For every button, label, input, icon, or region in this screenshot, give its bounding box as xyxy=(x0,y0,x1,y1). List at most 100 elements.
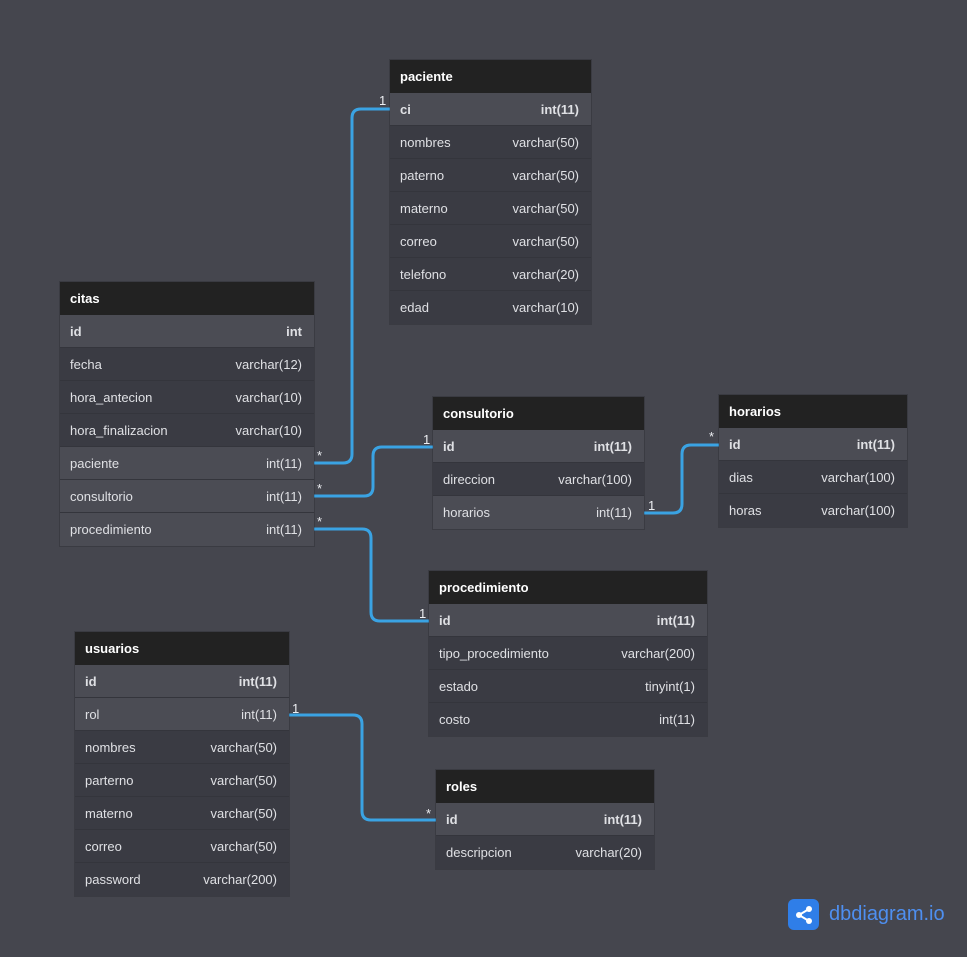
column-name: descripcion xyxy=(446,845,512,860)
cardinality-label: * xyxy=(317,481,323,496)
table-row[interactable]: paciente int(11) xyxy=(60,447,314,480)
column-name: id xyxy=(439,612,451,628)
table-header[interactable]: paciente xyxy=(390,60,591,93)
cardinality-label: * xyxy=(317,514,323,529)
table-header[interactable]: horarios xyxy=(719,395,907,428)
table-row[interactable]: password varchar(200) xyxy=(75,863,289,896)
column-type: int(11) xyxy=(266,455,302,471)
table-row[interactable]: hora_finalizacion varchar(10) xyxy=(60,414,314,447)
column-type: varchar(200) xyxy=(621,645,695,661)
dbdiagram-logo[interactable]: dbdiagram.io xyxy=(788,899,945,930)
table-header[interactable]: citas xyxy=(60,282,314,315)
column-name: tipo_procedimiento xyxy=(439,645,549,661)
table-row[interactable]: descripcion varchar(20) xyxy=(436,836,654,869)
link-citas-consultorio xyxy=(314,445,433,498)
column-type: varchar(50) xyxy=(210,805,277,821)
cardinality-label: 1 xyxy=(423,432,431,447)
table-row[interactable]: costo int(11) xyxy=(429,703,707,736)
column-name: procedimiento xyxy=(70,522,152,537)
link-usuarios-roles xyxy=(289,713,436,822)
column-name: id xyxy=(443,438,455,454)
column-type: varchar(100) xyxy=(558,471,632,487)
table-row[interactable]: materno varchar(50) xyxy=(75,797,289,830)
column-name: hora_antecion xyxy=(70,389,153,405)
column-name: materno xyxy=(85,805,133,821)
link-citas-paciente xyxy=(314,107,390,465)
column-type: int(11) xyxy=(540,101,579,117)
column-name: ci xyxy=(400,101,411,117)
table-header[interactable]: procedimiento xyxy=(429,571,707,604)
column-type: varchar(20) xyxy=(575,845,642,860)
column-name: password xyxy=(85,872,141,887)
column-type: varchar(50) xyxy=(512,134,579,150)
column-name: paciente xyxy=(70,455,120,471)
column-type: int(11) xyxy=(856,436,895,452)
table-row[interactable]: ci int(11) xyxy=(390,93,591,126)
cardinality-label: 1 xyxy=(379,93,387,108)
table-row[interactable]: dias varchar(100) xyxy=(719,461,907,494)
column-name: materno xyxy=(400,200,448,216)
table-row[interactable]: telefono varchar(20) xyxy=(390,258,591,291)
table-header[interactable]: consultorio xyxy=(433,397,644,430)
column-type: varchar(10) xyxy=(512,300,579,315)
cardinality-label: * xyxy=(709,429,715,444)
column-name: costo xyxy=(439,712,471,727)
table-roles[interactable]: roles id int(11) descripcion varchar(20) xyxy=(436,770,654,869)
column-type: int(11) xyxy=(238,673,277,689)
column-name: parterno xyxy=(85,772,134,788)
table-row[interactable]: id int(11) xyxy=(436,803,654,836)
column-type: varchar(50) xyxy=(512,167,579,183)
column-name: horas xyxy=(729,503,762,518)
column-name: dias xyxy=(729,469,753,485)
column-type: varchar(12) xyxy=(235,356,302,372)
column-type: varchar(50) xyxy=(210,772,277,788)
link-citas-procedimiento xyxy=(314,527,429,623)
column-type: varchar(10) xyxy=(235,422,302,438)
column-type: int(11) xyxy=(266,488,302,504)
cardinality-label: 1 xyxy=(419,606,427,621)
column-type: varchar(100) xyxy=(821,469,895,485)
column-name: id xyxy=(446,811,458,827)
column-type: varchar(20) xyxy=(512,266,579,282)
table-header[interactable]: usuarios xyxy=(75,632,289,665)
column-name: hora_finalizacion xyxy=(70,422,168,438)
table-header[interactable]: roles xyxy=(436,770,654,803)
column-type: varchar(10) xyxy=(235,389,302,405)
column-name: rol xyxy=(85,706,100,722)
column-type: varchar(200) xyxy=(203,872,277,887)
table-row[interactable]: parterno varchar(50) xyxy=(75,764,289,797)
table-row[interactable]: hora_antecion varchar(10) xyxy=(60,381,314,414)
column-type: int(11) xyxy=(603,811,642,827)
table-row[interactable]: tipo_procedimiento varchar(200) xyxy=(429,637,707,670)
cardinality-label: 1 xyxy=(648,498,656,513)
column-name: telefono xyxy=(400,266,447,282)
column-type: int(11) xyxy=(659,712,695,727)
